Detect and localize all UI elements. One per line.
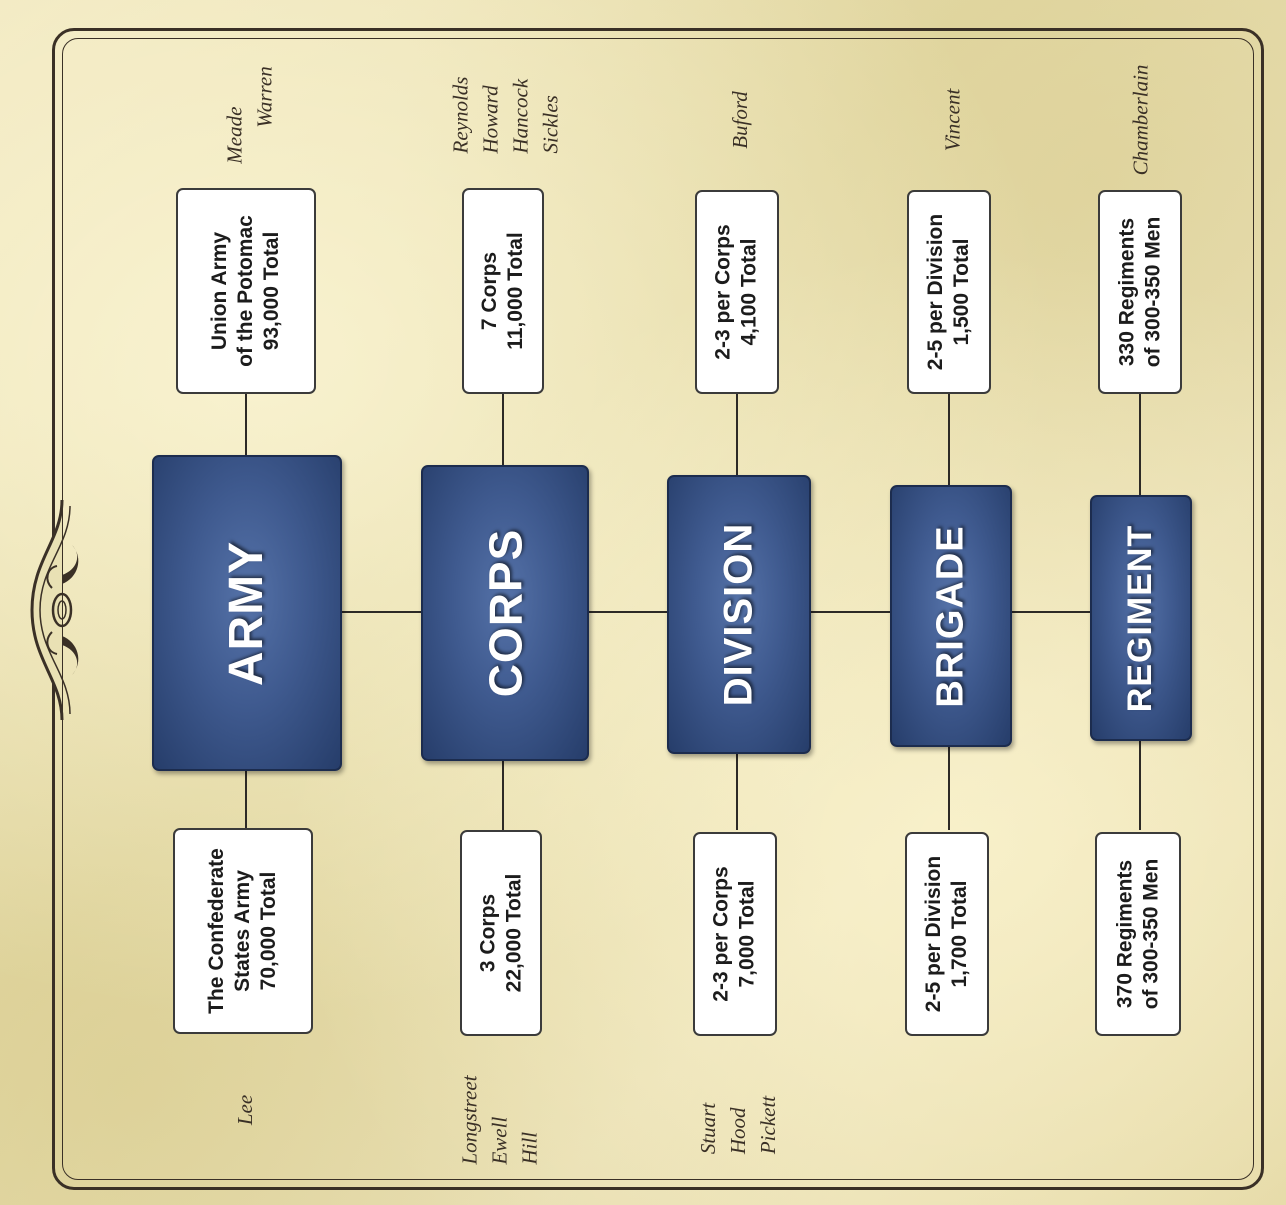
commander-name: Pickett <box>755 1095 780 1155</box>
box-line: 330 Regiments <box>1115 217 1138 367</box>
box-line: Union Army <box>208 231 231 351</box>
commander-name: Lee <box>232 1094 257 1126</box>
level-box-division: DIVISION <box>667 475 811 754</box>
confederate-box-brigade: 2-5 per Division 1,700 Total <box>905 832 989 1036</box>
confederate-box-corps: 3 Corps 22,000 Total <box>460 830 542 1036</box>
scroll-ornament-icon <box>30 500 79 720</box>
box-line: States Army <box>231 870 255 992</box>
box-line: 22,000 Total <box>502 873 526 993</box>
union-commanders-regiment: Chamberlain <box>1100 60 1180 180</box>
union-commanders-brigade: Vincent <box>922 80 982 160</box>
commander-name: Stuart <box>695 1102 720 1155</box>
box-line: 2-3 per Corps <box>712 224 735 360</box>
level-label: ARMY <box>220 540 274 686</box>
confederate-commanders-army: Lee <box>215 1080 275 1140</box>
box-line: 1,500 Total <box>950 238 974 346</box>
level-box-army: ARMY <box>152 455 342 771</box>
box-line: The Confederate <box>205 848 229 1014</box>
box-line: 1,700 Total <box>948 880 972 988</box>
level-box-brigade: BRIGADE <box>890 485 1012 747</box>
box-line: 2-5 per Division <box>922 855 946 1013</box>
decorative-frame-inner <box>62 38 1254 1180</box>
confederate-commanders-division: Stuart Hood Pickett <box>688 1080 788 1170</box>
commander-name: Hancock <box>507 78 532 154</box>
level-label: DIVISION <box>716 522 761 707</box>
box-line: of the Potomac <box>234 215 257 367</box>
level-box-regiment: REGIMENT <box>1090 495 1192 741</box>
level-label: BRIGADE <box>929 524 972 708</box>
commander-name: Meade <box>222 106 247 164</box>
commander-name: Howard <box>477 85 502 154</box>
box-line: of 300-350 Men <box>1139 858 1162 1010</box>
union-commanders-division: Buford <box>710 80 770 160</box>
confederate-commanders-corps: Longstreet Ewell Hill <box>450 1070 550 1170</box>
commander-name: Ewell <box>488 1116 512 1165</box>
union-commanders-corps: Reynolds Howard Hancock Sickles <box>440 70 570 160</box>
box-line: 7 Corps <box>478 251 502 331</box>
commander-name: Reynolds <box>447 76 472 154</box>
union-box-brigade: 2-5 per Division 1,500 Total <box>907 190 991 394</box>
union-box-division: 2-3 per Corps 4,100 Total <box>695 190 779 394</box>
confederate-box-division: 2-3 per Corps 7,000 Total <box>693 832 777 1036</box>
level-label: REGIMENT <box>1121 524 1160 712</box>
commander-name: Warren <box>252 66 277 128</box>
commander-name: Sickles <box>537 95 562 154</box>
union-box-corps: 7 Corps 11,000 Total <box>462 188 544 394</box>
box-line: 2-5 per Division <box>924 213 948 371</box>
box-line: 3 Corps <box>476 893 500 973</box>
box-line: 7,000 Total <box>736 880 759 988</box>
box-line: 2-3 per Corps <box>710 866 733 1002</box>
level-box-corps: CORPS <box>421 465 589 761</box>
box-line: 4,100 Total <box>738 238 761 346</box>
box-line: 93,000 Total <box>260 231 283 351</box>
box-line: 70,000 Total <box>257 871 281 991</box>
confederate-box-army: The Confederate States Army 70,000 Total <box>173 828 313 1034</box>
union-commanders-army: Meade Warren <box>180 60 320 170</box>
commander-name: Hill <box>518 1131 542 1165</box>
union-box-regiment: 330 Regiments of 300-350 Men <box>1098 190 1182 394</box>
box-line: 11,000 Total <box>504 232 528 350</box>
union-box-army: Union Army of the Potomac 93,000 Total <box>176 188 316 394</box>
commander-name: Hood <box>725 1107 750 1155</box>
commander-name: Longstreet <box>458 1075 482 1165</box>
commander-name: Buford <box>728 91 752 149</box>
confederate-box-regiment: 370 Regiments of 300-350 Men <box>1095 832 1181 1036</box>
commander-name: Chamberlain <box>1128 64 1152 176</box>
box-line: of 300-350 Men <box>1141 216 1164 368</box>
level-label: CORPS <box>479 528 531 698</box>
box-line: 370 Regiments <box>1113 859 1136 1009</box>
commander-name: Vincent <box>940 88 964 152</box>
